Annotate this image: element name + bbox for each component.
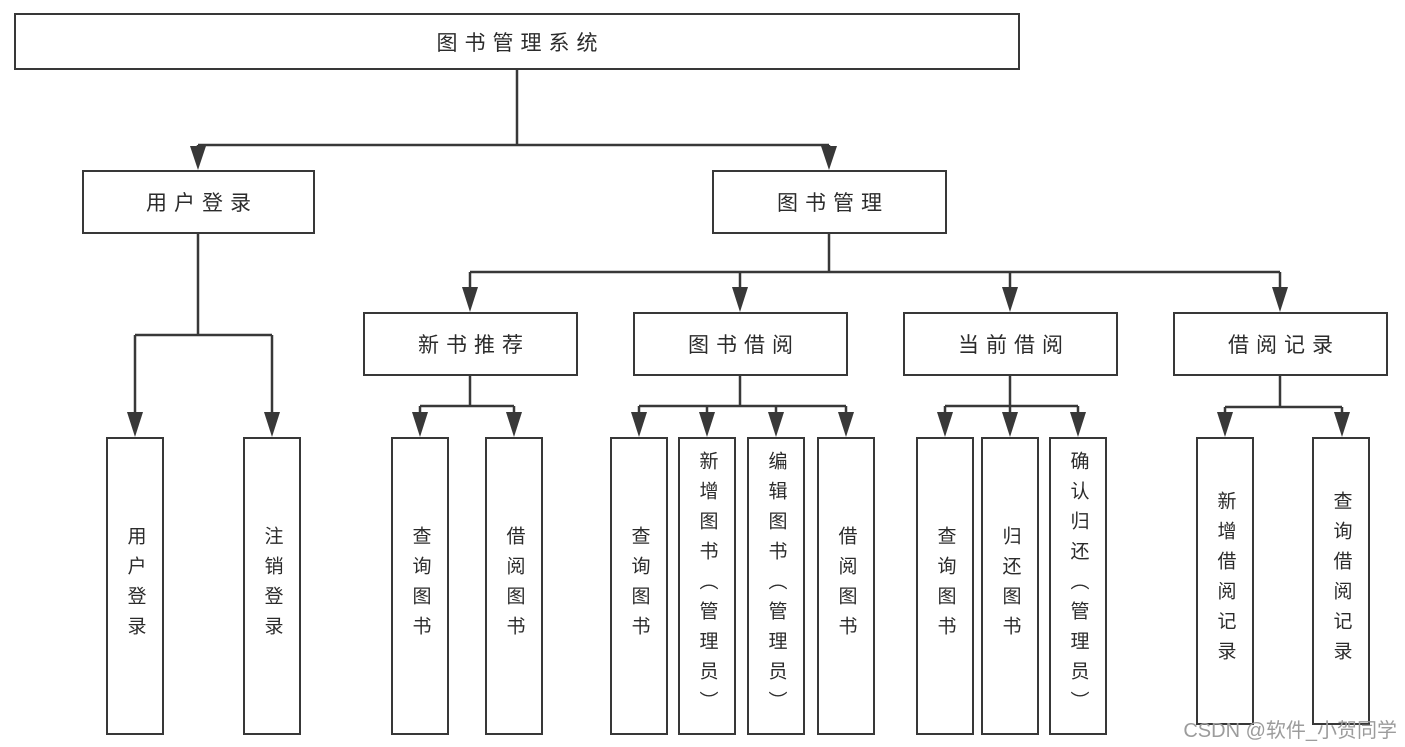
leaf-confirm-return-admin: 确认归还（管理员）	[1049, 437, 1107, 735]
leaf-query-borrow-record: 查询借阅记录	[1312, 437, 1370, 725]
leaf-label: 借阅图书	[503, 526, 525, 646]
leaf-label: 编辑图书（管理员）	[765, 451, 787, 721]
leaf-logout: 注销登录	[243, 437, 301, 735]
node-user-login: 用户登录	[82, 170, 315, 234]
leaf-query-book-borrowing: 查询图书	[610, 437, 668, 735]
leaf-label: 查询借阅记录	[1330, 491, 1352, 671]
leaf-label: 归还图书	[999, 526, 1021, 646]
csdn-watermark: CSDN @软件_小贺同学	[1183, 720, 1397, 742]
leaf-add-book-admin: 新增图书（管理员）	[678, 437, 736, 735]
node-book-management: 图书管理	[712, 170, 947, 234]
node-label: 借阅记录	[1228, 334, 1340, 357]
leaf-borrow-book-recommend: 借阅图书	[485, 437, 543, 735]
node-label: 图书借阅	[688, 334, 800, 357]
node-current-borrowing: 当前借阅	[903, 312, 1118, 376]
leaf-label: 用户登录	[124, 526, 146, 646]
node-label: 新书推荐	[418, 334, 530, 357]
node-label: 图书管理	[777, 192, 889, 215]
leaf-label: 新增借阅记录	[1214, 491, 1236, 671]
leaf-query-book-current: 查询图书	[916, 437, 974, 735]
leaf-label: 确认归还（管理员）	[1067, 451, 1089, 721]
node-new-book-recommend: 新书推荐	[363, 312, 578, 376]
leaf-user-login: 用户登录	[106, 437, 164, 735]
leaf-label: 查询图书	[409, 526, 431, 646]
leaf-label: 注销登录	[261, 526, 283, 646]
leaf-label: 查询图书	[934, 526, 956, 646]
leaf-return-book: 归还图书	[981, 437, 1039, 735]
leaf-borrow-book-borrowing: 借阅图书	[817, 437, 875, 735]
leaf-label: 查询图书	[628, 526, 650, 646]
node-label: 用户登录	[146, 192, 258, 215]
node-borrowing-records: 借阅记录	[1173, 312, 1388, 376]
node-book-borrowing: 图书借阅	[633, 312, 848, 376]
leaf-edit-book-admin: 编辑图书（管理员）	[747, 437, 805, 735]
leaf-label: 新增图书（管理员）	[696, 451, 718, 721]
leaf-add-borrow-record: 新增借阅记录	[1196, 437, 1254, 725]
leaf-label: 借阅图书	[835, 526, 857, 646]
leaf-query-book-recommend: 查询图书	[391, 437, 449, 735]
node-label: 图书管理系统	[436, 31, 605, 55]
node-root-system: 图书管理系统	[14, 13, 1020, 70]
node-label: 当前借阅	[958, 334, 1070, 357]
